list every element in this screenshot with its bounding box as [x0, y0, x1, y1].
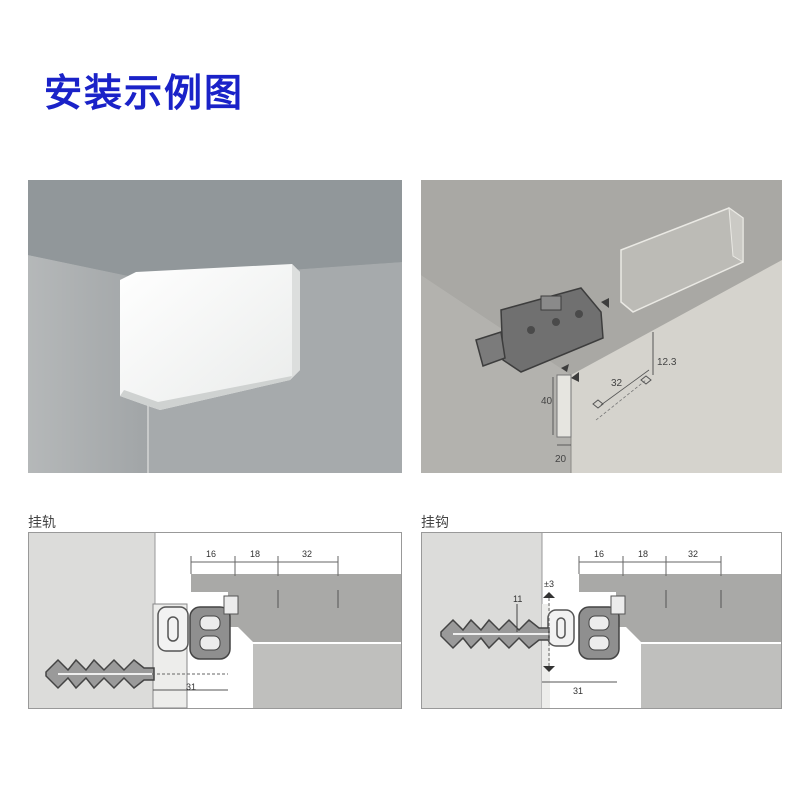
page-title: 安装示例图	[44, 71, 245, 115]
dim-vertical-label: 40	[541, 396, 553, 407]
dim-panel-label: 20	[555, 454, 567, 465]
product-photo	[28, 180, 402, 473]
rail-caption: 挂轨	[28, 515, 56, 531]
hook-dim-a: 16	[594, 549, 604, 559]
hook-dim-c: 32	[688, 549, 698, 559]
hook-dim-b: 18	[638, 549, 648, 559]
hook-bracket	[547, 595, 626, 660]
rail-dim-b: 18	[250, 549, 260, 559]
hook-dim-height: 11	[513, 594, 522, 604]
hook-schematic: 11 ±3 16 18 32 31	[421, 532, 782, 709]
dim-height-label: 12.3	[657, 357, 677, 368]
rail-dim-c: 32	[302, 549, 312, 559]
hook-caption: 挂钩	[421, 515, 449, 531]
dim-spacing-label: 32	[611, 378, 623, 389]
rail-dim-offset: 31	[186, 682, 196, 692]
wall-plug	[45, 658, 155, 690]
hook-dim-offset: 31	[573, 686, 583, 696]
rail-bracket	[157, 595, 239, 660]
installation-diagram-3d: 12.3 32 40 20	[421, 180, 782, 473]
hanger-mechanism	[475, 287, 609, 373]
cover-cap-outline	[620, 206, 744, 313]
hook-dim-adjust: ±3	[544, 579, 554, 589]
rail-schematic: 16 18 32 31	[28, 532, 402, 709]
rail-dim-a: 16	[206, 549, 216, 559]
cover-cap	[120, 264, 300, 410]
